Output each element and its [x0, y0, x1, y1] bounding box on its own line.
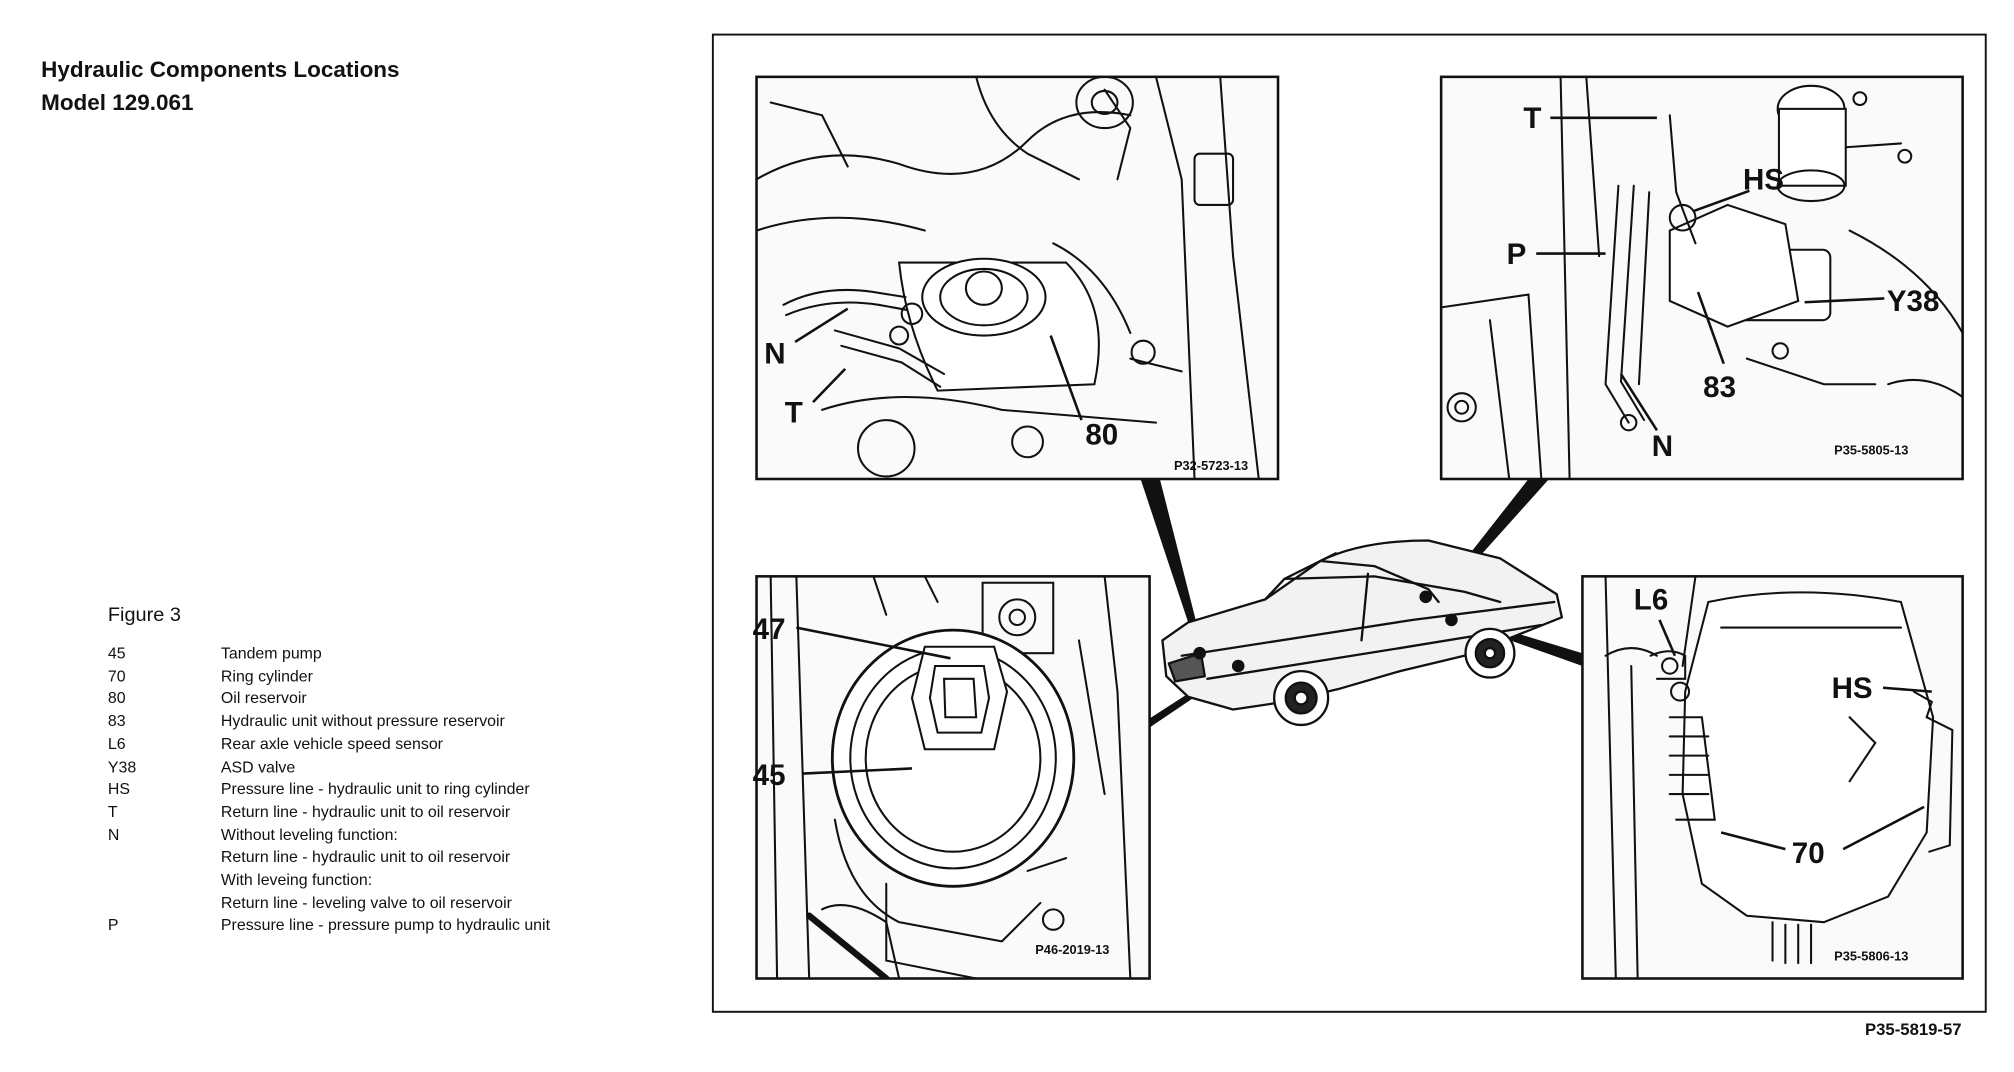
legend-description: Ring cylinder — [220, 666, 313, 685]
legend-item: HS Pressure line - hydraulic unit to ring… — [108, 779, 686, 802]
figure-label: Figure 3 — [107, 604, 181, 627]
panel-tandem-pump-leaders — [796, 626, 951, 775]
legend-key: T — [107, 802, 118, 821]
photo-code-p1: P32-5723-13 — [1174, 458, 1248, 473]
photo-code-p2: P35-5805-13 — [1834, 443, 1908, 458]
legend-item: Return line - leveling valve to oil rese… — [108, 892, 686, 915]
panel-oil-reservoir-leaders — [794, 307, 1083, 421]
callout-45: 45 — [753, 759, 786, 792]
callout-hs: HS — [1743, 164, 1784, 197]
panel-hydraulic-unit-leaders — [1536, 116, 1885, 432]
legend-key: 80 — [107, 689, 126, 708]
legend-key: P — [107, 916, 119, 935]
legend-key: 70 — [107, 666, 126, 685]
legend-item: Return line - hydraulic unit to oil rese… — [108, 847, 686, 870]
callout-t: T — [1523, 102, 1541, 135]
legend-item: 70 Ring cylinder — [108, 666, 686, 689]
title-line-1: Hydraulic Components Locations — [41, 56, 400, 82]
legend-key: N — [107, 825, 120, 844]
callout-y38: Y38 — [1887, 285, 1940, 318]
legend-description: Oil reservoir — [220, 689, 307, 708]
page-title: Hydraulic Components Locations Model 129… — [41, 53, 399, 120]
diagram-frame — [711, 33, 1987, 1013]
photo-code-p4: P35-5806-13 — [1834, 949, 1908, 964]
reference-code: P35-5819-57 — [1865, 1019, 1962, 1039]
callout-n: N — [764, 338, 785, 371]
legend-description: Pressure line - hydraulic unit to ring c… — [220, 780, 530, 799]
legend-description: Return line - hydraulic unit to oil rese… — [220, 848, 511, 867]
legend-item: N Without leveling function: — [108, 824, 686, 847]
panel-ring-cylinder: L6 HS 70 P35-5806-13 — [1581, 575, 1964, 980]
legend-item: Y38 ASD valve — [108, 756, 686, 779]
legend-key: HS — [107, 780, 131, 799]
panel-ring-cylinder-leaders — [1658, 619, 1932, 851]
panel-oil-reservoir: N T 80 P32-5723-13 — [755, 75, 1280, 481]
legend-item: 45 Tandem pump — [108, 643, 686, 666]
legend-item: T Return line - hydraulic unit to oil res… — [108, 802, 686, 825]
legend-key: Y38 — [107, 757, 137, 776]
callout-83: 83 — [1703, 371, 1736, 404]
legend-item: 83 Hydraulic unit without pressure reserv… — [108, 711, 686, 734]
callout-hs: HS — [1832, 672, 1873, 705]
callout-p: P — [1507, 238, 1527, 271]
legend-item: P Pressure line - pressure pump to hydrau… — [108, 915, 686, 938]
legend-description: Return line - leveling valve to oil rese… — [220, 893, 512, 912]
legend-description: Tandem pump — [220, 644, 322, 663]
legend-description: Rear axle vehicle speed sensor — [220, 734, 443, 753]
car-illustration — [1161, 539, 1564, 727]
callout-l6: L6 — [1634, 584, 1668, 617]
callout-80: 80 — [1085, 418, 1118, 451]
legend: 45 Tandem pump 70 Ring cylinder 80 Oil reserv… — [108, 643, 686, 938]
legend-key: L6 — [107, 734, 126, 753]
callout-t: T — [785, 397, 803, 430]
callout-47: 47 — [753, 613, 786, 646]
legend-description: Without leveling function: — [220, 825, 398, 844]
legend-description: Hydraulic unit without pressure reservoi… — [220, 712, 505, 731]
legend-key: 45 — [107, 644, 126, 663]
legend-description: Return line - hydraulic unit to oil rese… — [220, 802, 511, 821]
legend-description: ASD valve — [220, 757, 296, 776]
legend-key: 83 — [107, 712, 126, 731]
legend-item: With leveing function: — [108, 870, 686, 893]
legend-item: 80 Oil reservoir — [108, 688, 686, 711]
title-line-2: Model 129.061 — [41, 89, 194, 116]
legend-item: L6 Rear axle vehicle speed sensor — [108, 734, 686, 757]
callout-70: 70 — [1792, 837, 1825, 870]
photo-code-p3: P46-2019-13 — [1035, 942, 1109, 957]
panel-tandem-pump: 47 45 P46-2019-13 — [753, 575, 1151, 980]
legend-description: With leveing function: — [220, 870, 373, 889]
panel-hydraulic-unit: T HS P Y38 83 N P35-5805-13 — [1439, 75, 1964, 481]
legend-description: Pressure line - pressure pump to hydraul… — [220, 916, 551, 935]
callout-n: N — [1652, 430, 1673, 463]
